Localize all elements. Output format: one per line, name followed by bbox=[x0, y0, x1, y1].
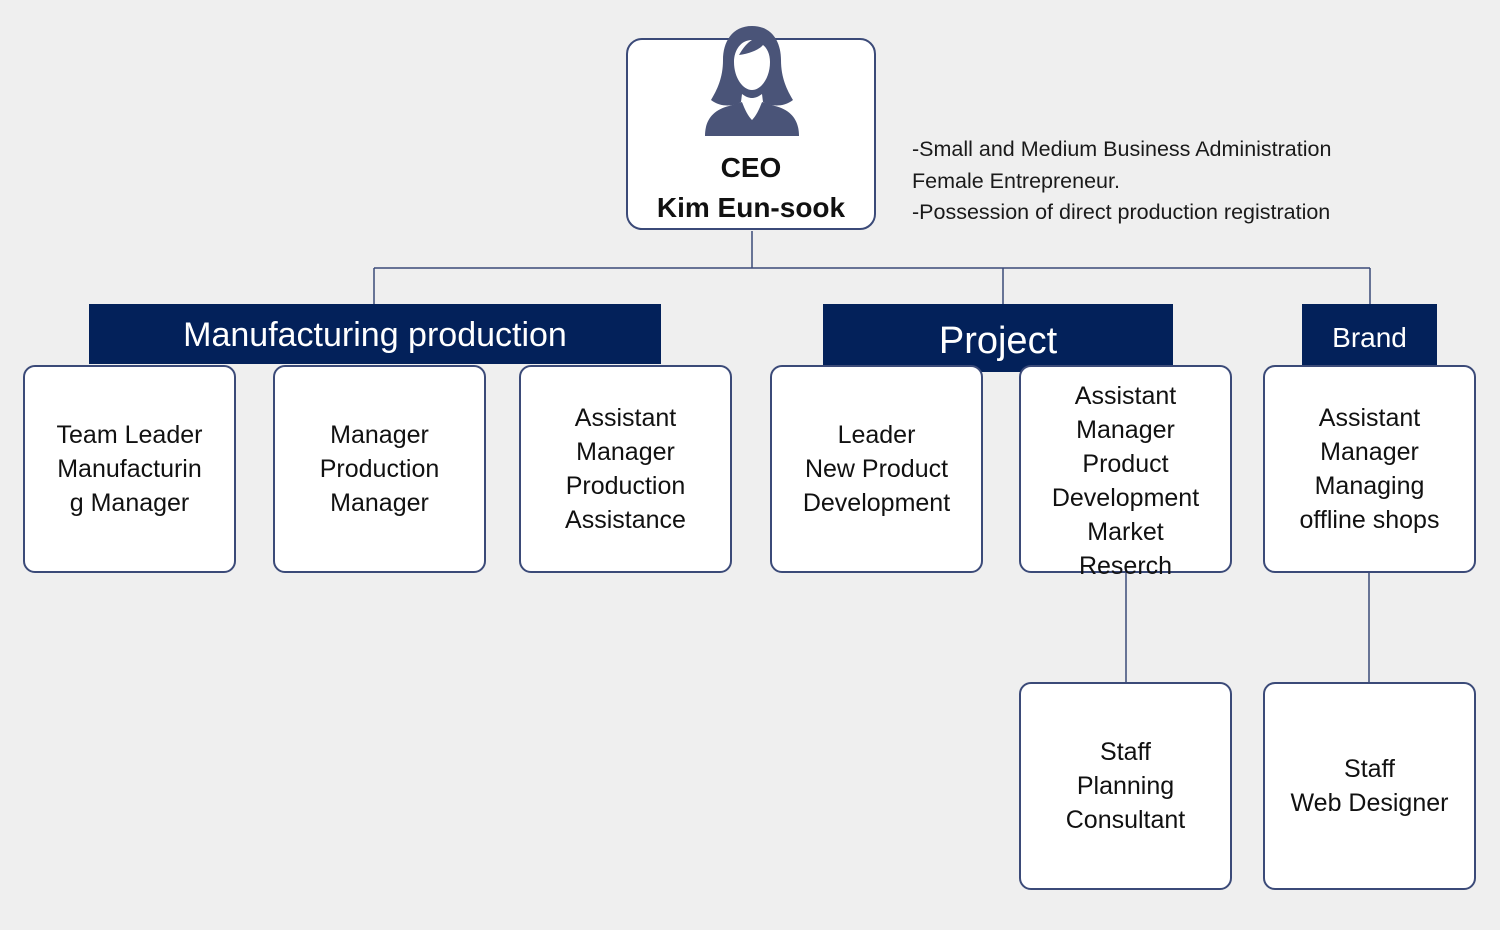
ceo-title: CEO bbox=[720, 152, 782, 183]
position-line: Assistance bbox=[565, 506, 686, 534]
position-line: Assistant bbox=[1074, 382, 1177, 410]
ceo-box: CEO Kim Eun-sook bbox=[626, 26, 876, 230]
position-line: Manufacturin bbox=[57, 455, 202, 483]
note-line: -Possession of direct production registr… bbox=[912, 200, 1331, 224]
position-line: Team Leader bbox=[56, 421, 203, 449]
position-line: Reserch bbox=[1078, 552, 1173, 580]
position-line: Manager bbox=[330, 421, 429, 449]
note-line: Female Entrepreneur. bbox=[912, 168, 1120, 193]
position-line: Assistant bbox=[574, 404, 677, 432]
position-line: Manager bbox=[1320, 438, 1419, 466]
position-box-staff-web-designer: Staff Web Designer bbox=[1263, 682, 1476, 890]
position-line: Production bbox=[319, 455, 440, 483]
position-line: Development bbox=[1051, 484, 1200, 512]
position-line: Manager bbox=[1076, 416, 1175, 444]
position-line: Planning bbox=[1076, 772, 1175, 800]
position-box-assistant-manager-production: Assistant Manager Production Assistance bbox=[519, 365, 732, 573]
position-line: Web Designer bbox=[1290, 789, 1449, 817]
position-box-leader: Leader New Product Development bbox=[770, 365, 983, 573]
note-line: -Small and Medium Business Administratio… bbox=[912, 137, 1332, 161]
department-banner-manufacturing: Manufacturing production bbox=[89, 304, 661, 364]
position-line: Market bbox=[1087, 518, 1164, 546]
position-box-team-leader: Team Leader Manufacturin g Manager bbox=[23, 365, 236, 573]
department-banner-project: Project bbox=[823, 304, 1173, 372]
position-line: Assistant bbox=[1318, 404, 1421, 432]
position-line: Manager bbox=[330, 489, 429, 517]
female-person-icon bbox=[705, 26, 799, 136]
position-line: Product bbox=[1082, 450, 1169, 478]
position-line: offline shops bbox=[1299, 506, 1440, 534]
position-line: New Product bbox=[804, 455, 949, 483]
position-line: Leader bbox=[837, 421, 916, 449]
position-line: Manager bbox=[576, 438, 675, 466]
position-line: g Manager bbox=[69, 489, 190, 517]
position-line: Consultant bbox=[1065, 806, 1186, 834]
position-box-staff-planning: Staff Planning Consultant bbox=[1019, 682, 1232, 890]
ceo-name: Kim Eun-sook bbox=[656, 192, 846, 223]
position-box-assistant-manager-offline: Assistant Manager Managing offline shops bbox=[1263, 365, 1476, 573]
position-line: Staff bbox=[1344, 755, 1395, 783]
ceo-notes: -Small and Medium Business Administratio… bbox=[912, 134, 1452, 229]
position-line: Staff bbox=[1100, 738, 1151, 766]
position-box-assistant-manager-product: Assistant Manager Product Development Ma… bbox=[1019, 365, 1232, 580]
department-banner-brand: Brand bbox=[1302, 304, 1437, 366]
position-box-manager: Manager Production Manager bbox=[273, 365, 486, 573]
position-line: Development bbox=[802, 489, 951, 517]
position-line: Managing bbox=[1314, 472, 1425, 500]
position-line: Production bbox=[565, 472, 686, 500]
